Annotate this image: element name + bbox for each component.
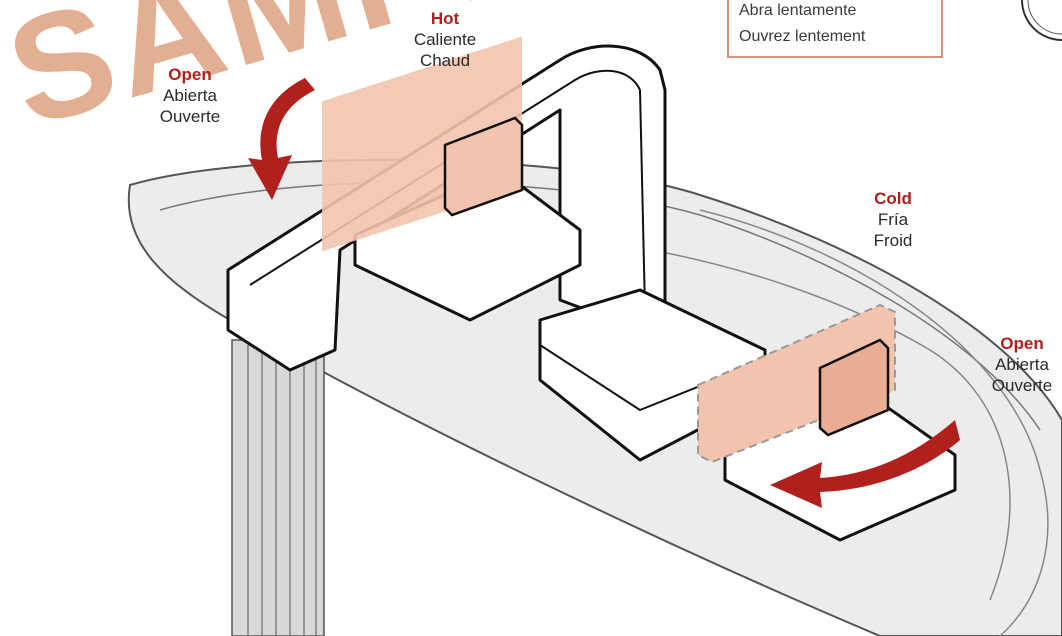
- open-right-title: Open: [982, 333, 1062, 354]
- open-right-line-fr: Ouverte: [982, 375, 1062, 396]
- open-slowly-notice: Abra lentamente Ouvrez lentement: [727, 0, 943, 58]
- open-left-label: Open Abierta Ouverte: [145, 64, 235, 127]
- vanity-panel: [232, 340, 324, 636]
- notice-line-es: Abra lentamente: [739, 0, 941, 24]
- open-left-line-fr: Ouverte: [145, 106, 235, 127]
- gauge-icon: [1022, 0, 1062, 40]
- hot-line-es: Caliente: [400, 29, 490, 50]
- hot-line-fr: Chaud: [400, 50, 490, 71]
- open-left-title: Open: [145, 64, 235, 85]
- open-right-line-es: Abierta: [982, 354, 1062, 375]
- open-right-label: Open Abierta Ouverte: [982, 333, 1062, 396]
- hot-title: Hot: [400, 8, 490, 29]
- hot-label: Hot Caliente Chaud: [400, 8, 490, 71]
- cold-title: Cold: [848, 188, 938, 209]
- cold-label: Cold Fría Froid: [848, 188, 938, 251]
- cold-line-fr: Froid: [848, 230, 938, 251]
- open-left-line-es: Abierta: [145, 85, 235, 106]
- cold-line-es: Fría: [848, 209, 938, 230]
- notice-line-fr: Ouvrez lentement: [739, 24, 941, 50]
